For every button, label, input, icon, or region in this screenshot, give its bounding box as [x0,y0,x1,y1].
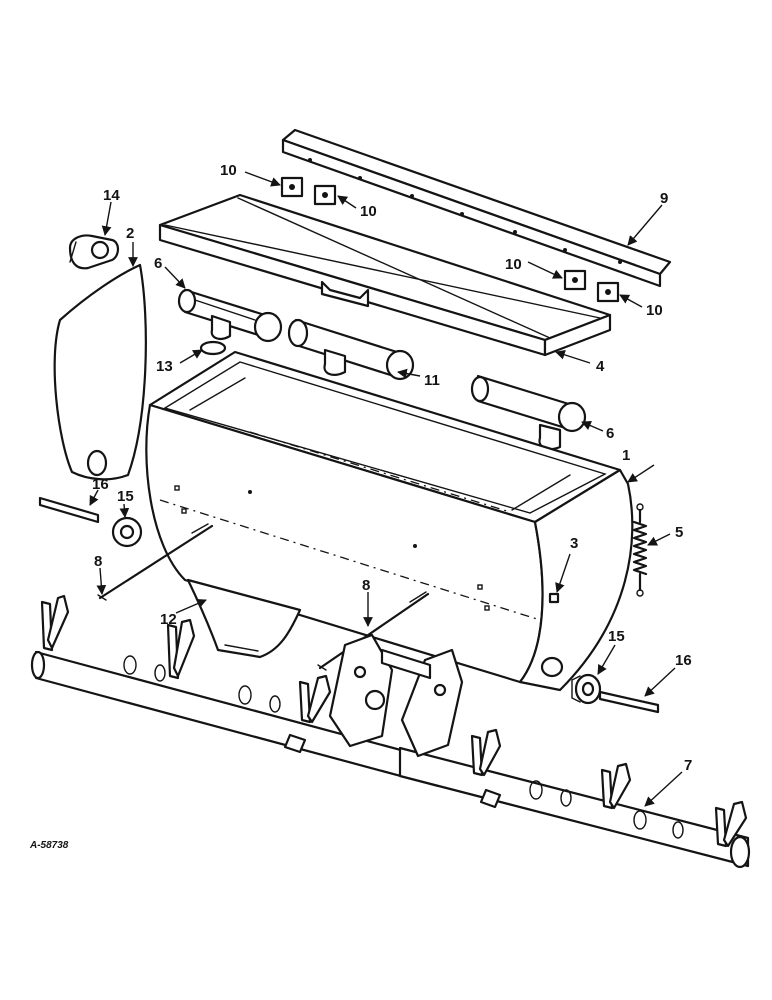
pin-part [548,592,560,604]
callout-14: 14 [103,187,120,204]
callout-10-b: 10 [360,203,377,220]
callout-6-upper: 6 [154,255,162,272]
callout-9: 9 [660,190,668,207]
callout-10-c: 10 [505,256,522,273]
threaded-rod-part-left [97,523,214,601]
callout-2: 2 [126,225,134,242]
key-part-left [38,496,100,524]
callout-leaders [89,171,683,807]
callout-6-lower: 6 [606,425,614,442]
hopper-box-part [145,350,634,692]
callout-5: 5 [675,524,683,541]
spring-part [632,503,648,597]
callout-10-d: 10 [646,302,663,319]
end-plate-part [53,263,147,481]
feed-cup-part-center [287,318,415,381]
callout-8-left: 8 [94,553,102,570]
angle-bar-part [281,128,672,288]
clamp-part [68,234,120,270]
callout-7: 7 [684,757,692,774]
drawing-reference: A-58738 [29,840,69,851]
callout-3: 3 [570,535,578,552]
callout-12: 12 [160,611,177,628]
callout-4: 4 [596,358,605,375]
bearing-part-right [571,673,602,705]
callout-13: 13 [156,358,173,375]
square-washer-parts [280,176,620,303]
callout-labels: 1 2 3 4 5 6 6 7 8 8 9 10 10 10 10 11 12 … [92,162,692,774]
gasket-part [199,340,227,356]
callout-10-a: 10 [220,162,237,179]
callout-16-left: 16 [92,476,109,493]
feed-cup-part-upper [177,288,283,343]
threaded-rod-part-right [317,591,430,671]
feed-cup-part-right [470,374,587,451]
callout-11: 11 [424,372,440,389]
key-part-right [598,690,660,714]
callout-15-right: 15 [608,628,625,645]
bearing-part-left [111,516,143,548]
callout-1: 1 [622,447,630,464]
callout-8-right: 8 [362,577,370,594]
frame-tube-part [30,594,751,869]
hopper-lid-part [158,193,612,357]
callout-16-right: 16 [675,652,692,669]
callout-15-left: 15 [117,488,134,505]
